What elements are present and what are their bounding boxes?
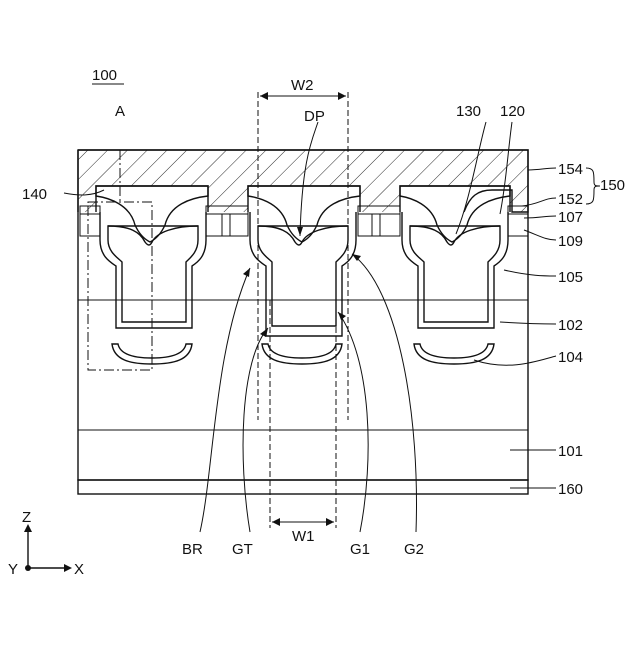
gate-trench-left (100, 212, 206, 364)
leader-109 (524, 230, 556, 240)
axes-indicator (24, 524, 72, 572)
label-device-100: 100 (92, 67, 117, 84)
label-dp: DP (304, 108, 325, 125)
contact-plug-mid (248, 186, 360, 242)
leader-154 (528, 168, 556, 170)
label-gt: GT (232, 541, 253, 558)
label-br: BR (182, 541, 203, 558)
label-105: 105 (558, 269, 583, 286)
label-140: 140 (22, 186, 47, 203)
leader-g2 (352, 254, 416, 532)
gate-trench-right (402, 212, 508, 364)
dimension-w2 (258, 92, 348, 420)
label-g2: G2 (404, 541, 424, 558)
leader-br (200, 268, 250, 532)
label-w1: W1 (292, 528, 315, 545)
leader-105 (504, 270, 556, 276)
label-152: 152 (558, 191, 583, 208)
label-g1: G1 (350, 541, 370, 558)
layer-160-backside-electrode (78, 480, 528, 494)
axis-label-x: X (74, 561, 84, 578)
label-104: 104 (558, 349, 583, 366)
label-160: 160 (558, 481, 583, 498)
label-120: 120 (500, 103, 525, 120)
axis-label-z: Z (22, 509, 31, 526)
gate-trench-mid (250, 212, 356, 364)
leader-107 (524, 216, 556, 218)
contact-plug-right (400, 186, 510, 242)
label-region-a: A (115, 103, 125, 120)
brace-150 (586, 168, 600, 204)
label-107: 107 (558, 209, 583, 226)
label-130: 130 (456, 103, 481, 120)
label-102: 102 (558, 317, 583, 334)
label-w2: W2 (291, 77, 314, 94)
electrode-154-fill (78, 150, 528, 212)
label-109: 109 (558, 233, 583, 250)
axis-label-y: Y (8, 561, 18, 578)
label-101: 101 (558, 443, 583, 460)
label-150: 150 (600, 177, 625, 194)
label-154: 154 (558, 161, 583, 178)
